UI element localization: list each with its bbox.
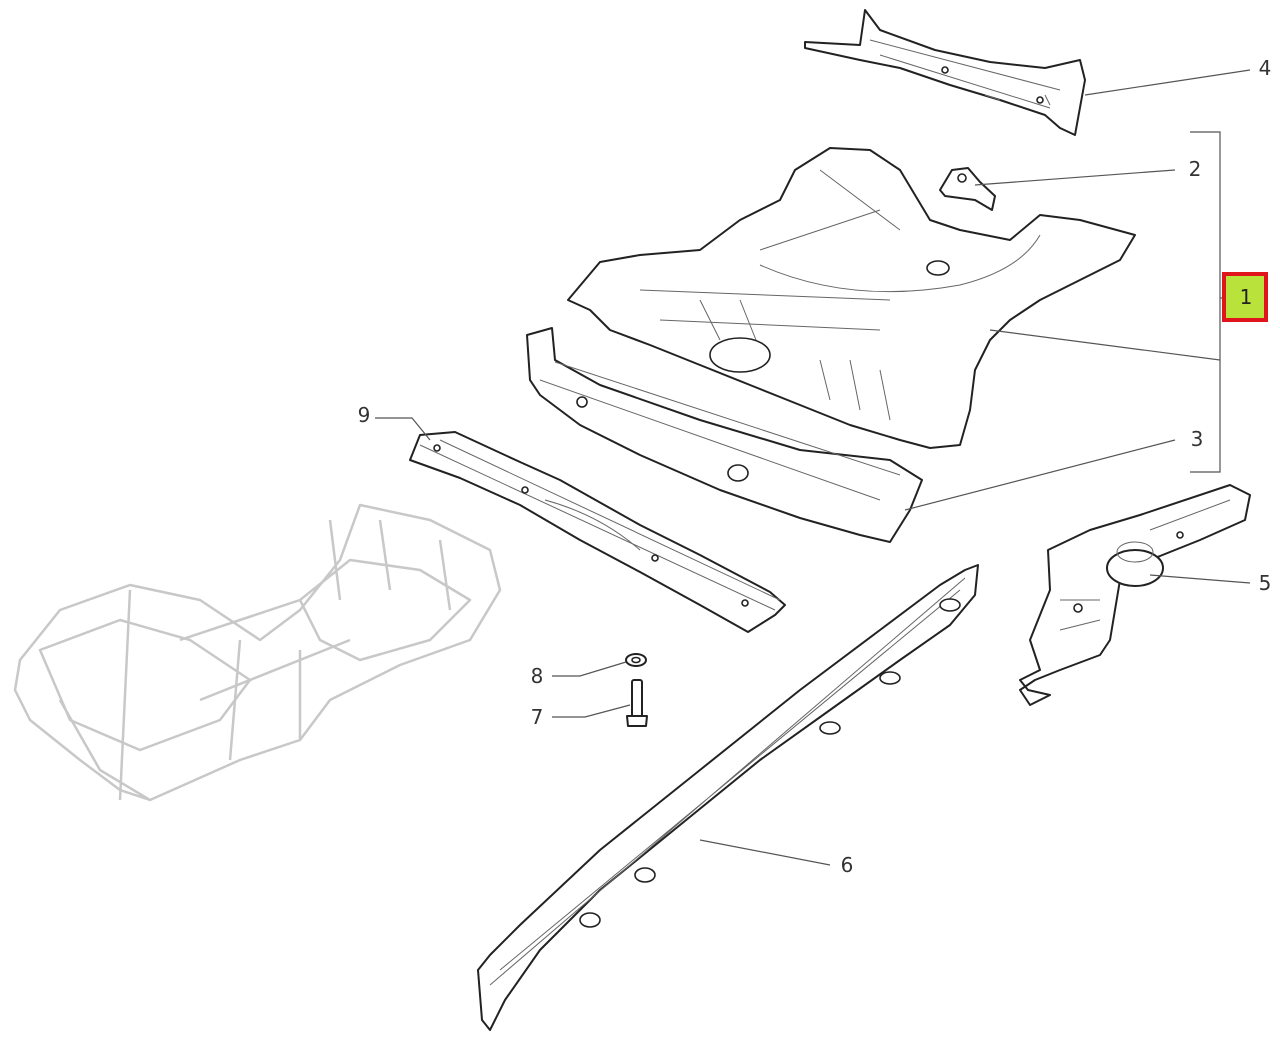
part-4-rear-cross-member[interactable] <box>804 9 1086 136</box>
callout-7-label[interactable]: 7 <box>531 705 544 729</box>
bracket-1 <box>1190 131 1221 473</box>
part-7-bolt[interactable] <box>626 679 648 727</box>
leader-4 <box>1084 69 1251 96</box>
callout-1-label: 1 <box>1240 285 1253 309</box>
part-1-rear-floor-panel[interactable] <box>567 147 1136 449</box>
callout-3-label[interactable]: 3 <box>1191 427 1204 451</box>
callout-1-highlighted[interactable]: 1 <box>1222 272 1268 322</box>
callout-labels: 2 3 4 5 6 7 8 9 <box>358 56 1272 877</box>
highlight-box <box>1222 272 1268 322</box>
leader-3 <box>904 439 1176 511</box>
callout-6-label[interactable]: 6 <box>841 853 854 877</box>
callout-4-label[interactable]: 4 <box>1259 56 1272 80</box>
part-5-mount-bracket[interactable] <box>1019 484 1251 706</box>
leader-2 <box>974 169 1176 186</box>
leader-1-to-panel <box>989 329 1221 361</box>
callout-9-label[interactable]: 9 <box>358 403 371 427</box>
callout-5-label[interactable]: 5 <box>1259 571 1272 595</box>
leader-8 <box>552 661 627 677</box>
part-9-channel-bar[interactable] <box>409 431 786 633</box>
part-3-crossbar[interactable] <box>526 327 923 543</box>
leader-9 <box>375 417 431 441</box>
reference-body-frame-ghost <box>13 503 502 802</box>
callout-8-label[interactable]: 8 <box>531 664 544 688</box>
part-8-washer[interactable] <box>625 653 647 667</box>
leader-lines <box>375 69 1251 866</box>
leader-6 <box>699 839 831 866</box>
leader-5 <box>1149 574 1251 584</box>
callout-2-label[interactable]: 2 <box>1189 157 1202 181</box>
leader-7 <box>552 704 631 718</box>
part-2-bracket[interactable] <box>939 167 996 211</box>
part-6-side-member[interactable] <box>477 564 979 1031</box>
